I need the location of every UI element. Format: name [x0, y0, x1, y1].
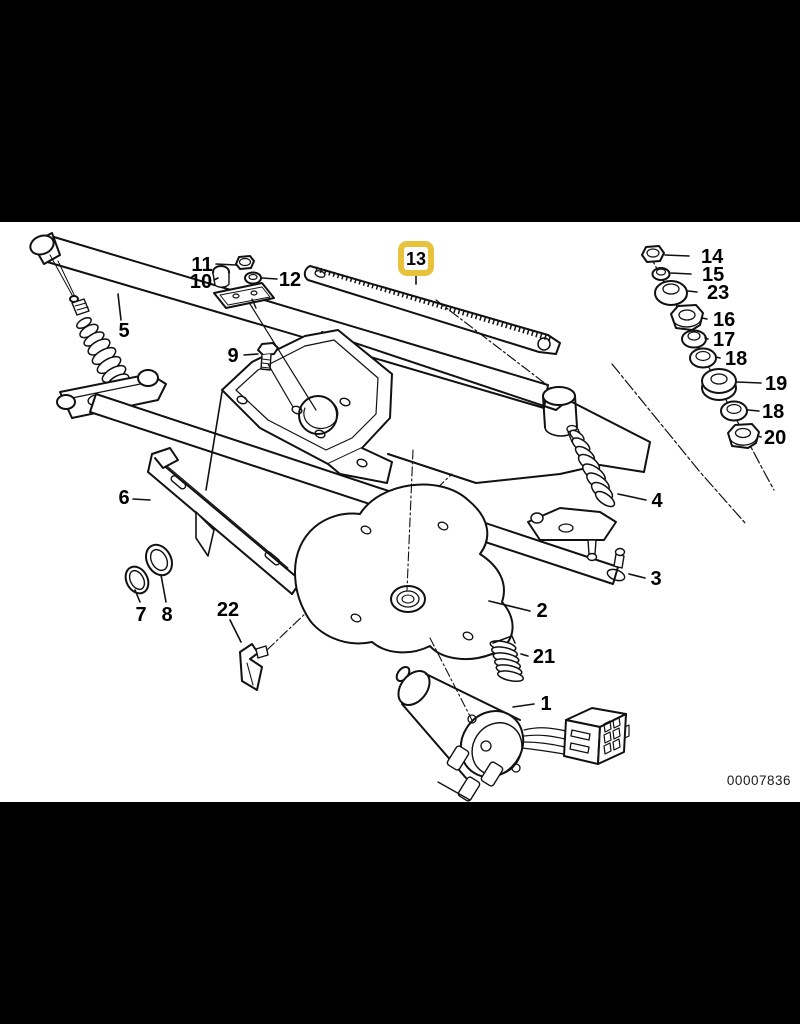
callout-5[interactable]: 5 — [118, 320, 129, 342]
part-nut-11 — [235, 255, 255, 270]
callout-7[interactable]: 7 — [135, 604, 146, 626]
part-wiper-guide-rail — [303, 265, 561, 355]
wiper-linkage-exploded-drawing: 13 5 11 10 12 9 14 15 23 16 17 18 19 18 … — [29, 232, 787, 802]
callout-14[interactable]: 14 — [701, 246, 724, 268]
callout-13[interactable]: 13 — [406, 249, 426, 269]
part-gear-housing — [294, 449, 514, 729]
part-ring-7 — [124, 565, 150, 595]
callout-2[interactable]: 2 — [536, 600, 547, 622]
highlight-badge-13[interactable]: 13 — [398, 241, 434, 276]
callout-labels: 5 11 10 12 9 14 15 23 16 17 18 19 18 20 … — [118, 246, 787, 715]
callout-9[interactable]: 9 — [227, 345, 238, 367]
callout-20[interactable]: 20 — [764, 427, 786, 449]
part-washer-17 — [681, 329, 707, 349]
part-nut-14 — [641, 245, 665, 263]
callout-4[interactable]: 4 — [651, 490, 663, 512]
part-nut-16 — [670, 304, 704, 331]
part-ring-8 — [145, 543, 173, 577]
diagram-canvas: 13 5 11 10 12 9 14 15 23 16 17 18 19 18 … — [0, 222, 800, 802]
callout-23[interactable]: 23 — [707, 282, 729, 304]
callout-12[interactable]: 12 — [279, 269, 301, 291]
callout-22[interactable]: 22 — [217, 599, 239, 621]
part-pivot-left — [56, 295, 167, 419]
doc-number: 00007836 — [726, 773, 791, 788]
callout-15[interactable]: 15 — [702, 264, 724, 286]
callout-18-lower[interactable]: 18 — [762, 401, 784, 423]
part-washer-18-upper — [689, 347, 717, 369]
part-nut-20 — [727, 423, 760, 449]
part-wiper-motor — [395, 665, 525, 802]
part-bolt-10 — [212, 265, 230, 288]
part-pivot-right — [527, 386, 617, 562]
part-washer-12 — [244, 271, 262, 285]
callout-1[interactable]: 1 — [540, 693, 551, 715]
callout-19[interactable]: 19 — [765, 373, 787, 395]
callout-17[interactable]: 17 — [713, 329, 735, 351]
callout-8[interactable]: 8 — [161, 604, 172, 626]
part-adapter-plate — [213, 282, 275, 309]
part-spring-21 — [489, 635, 524, 683]
callout-11[interactable]: 11 — [191, 254, 212, 276]
part-washer-18-lower — [720, 400, 748, 422]
callout-18-upper[interactable]: 18 — [725, 348, 747, 370]
callout-6[interactable]: 6 — [118, 487, 129, 509]
part-wiring-connector — [521, 707, 630, 765]
callout-21[interactable]: 21 — [533, 646, 555, 668]
construction-lines — [249, 299, 552, 411]
part-grommet-23 — [654, 280, 688, 306]
callout-leaders — [117, 254, 762, 708]
part-bushing-19 — [701, 368, 737, 401]
callout-16[interactable]: 16 — [713, 309, 735, 331]
callout-10[interactable]: 10 — [190, 271, 212, 293]
part-fastener-stack — [611, 245, 775, 525]
callout-3[interactable]: 3 — [650, 568, 661, 590]
part-frame-panel — [205, 331, 651, 491]
part-washer-15 — [651, 267, 671, 281]
